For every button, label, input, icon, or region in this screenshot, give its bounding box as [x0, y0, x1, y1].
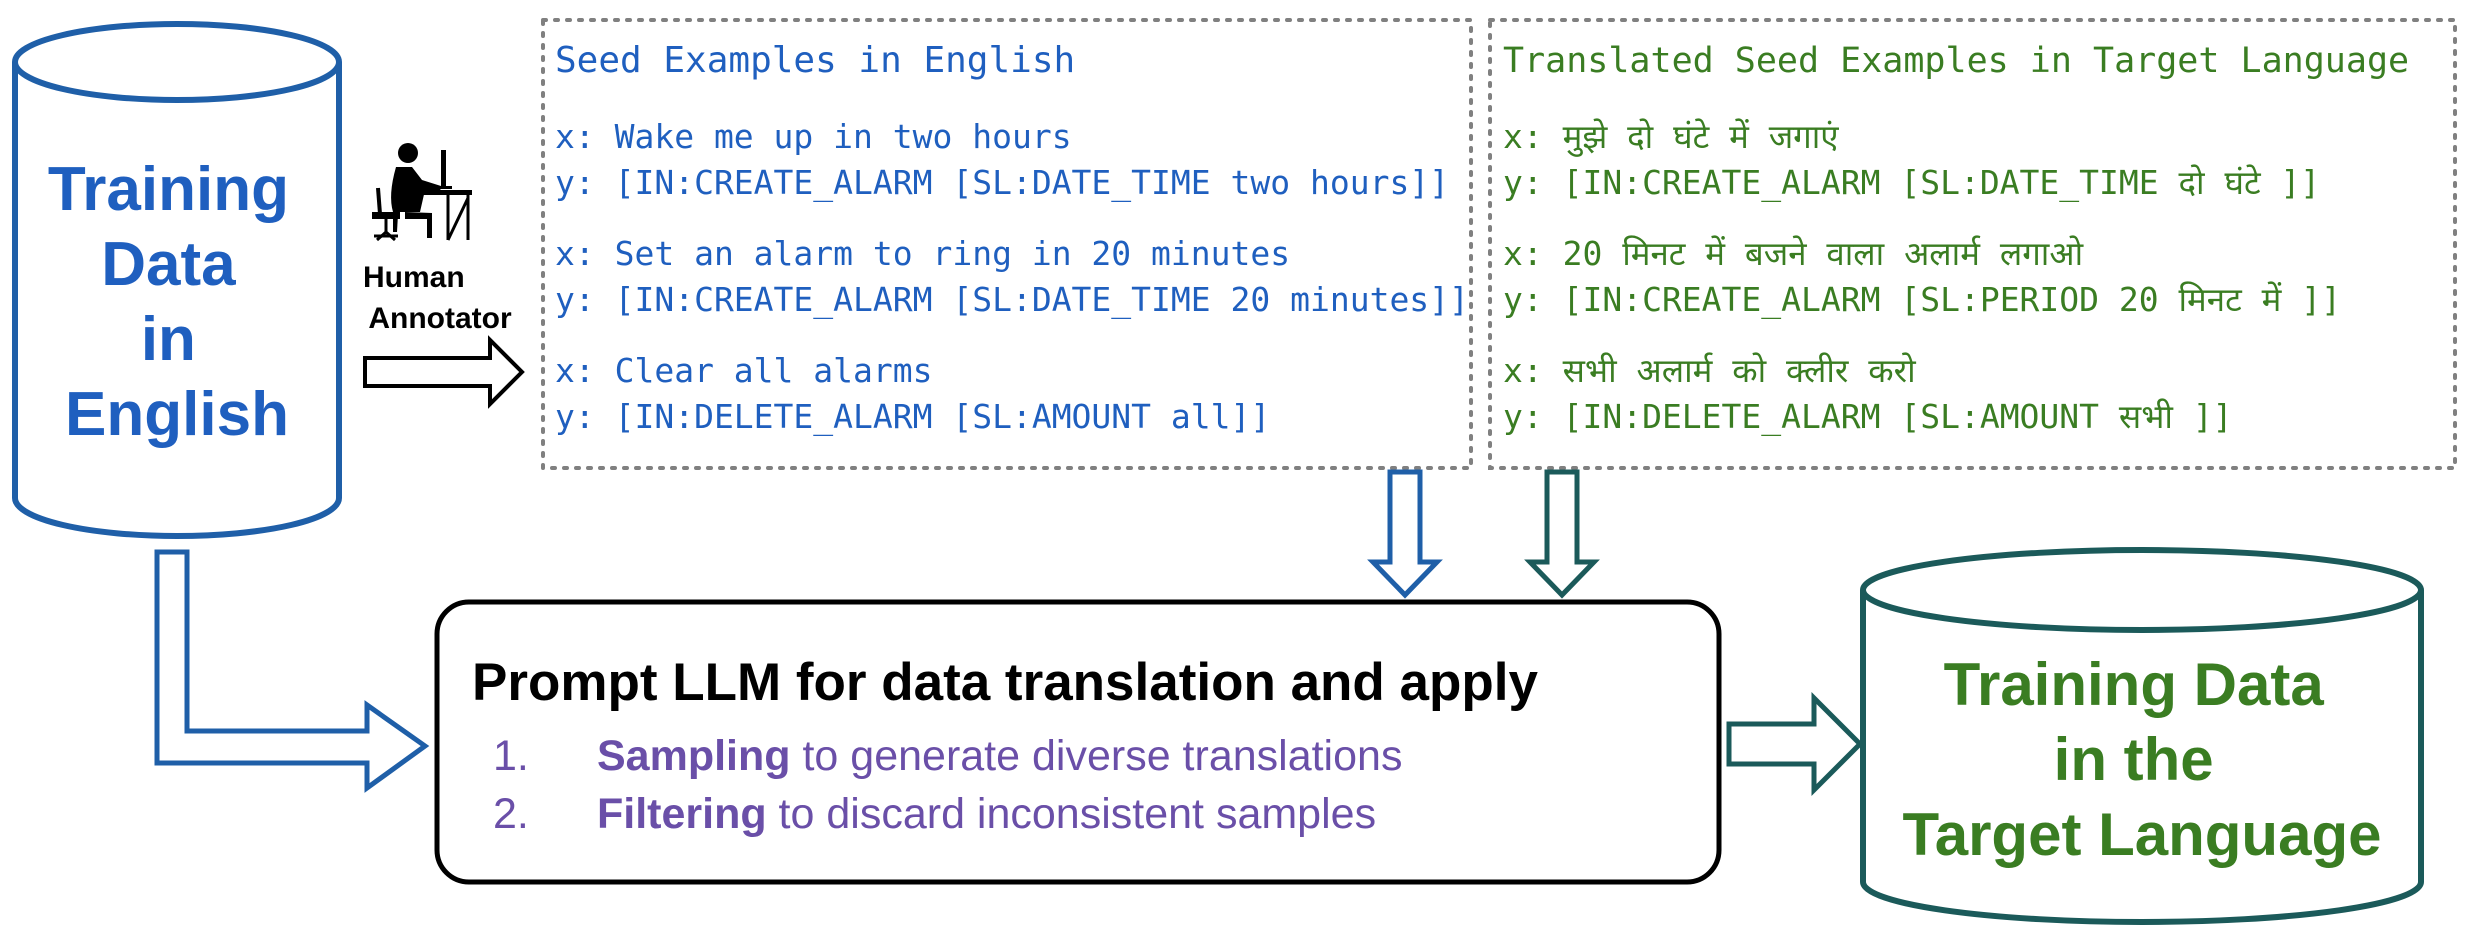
seed-english-x-3: x: Clear all alarms [555, 351, 933, 390]
svg-text:Human Annotator: Human Annotator [363, 261, 512, 335]
seed-target-y-2: y: [IN:CREATE_ALARM [SL:PERIOD 20 मिनट म… [1503, 280, 2341, 320]
annotator-label-line-1: Human [363, 261, 465, 294]
prompt-step-2: Filtering to discard inconsistent sample… [597, 790, 1376, 838]
prompt-step-1-keyword: Sampling [597, 732, 791, 780]
target-label-line-1: Training Data [1944, 651, 2325, 718]
svg-text:Training Data in: Training Data in English [48, 155, 306, 449]
source-label-line-3: in [141, 305, 196, 374]
prompt-step-1-number: 1. [493, 732, 529, 780]
english-seed-down-arrow [1367, 469, 1443, 599]
target-database: Training Data in the Target Language [1860, 547, 2424, 925]
prompt-llm-box: Prompt LLM for data translation and appl… [434, 599, 1722, 885]
prompt-step-2-keyword: Filtering [597, 790, 767, 838]
seed-target-x-1: x: मुझे दो घंटे में जगाएं [1503, 117, 1839, 157]
person-at-desk-icon [372, 143, 472, 242]
source-label-line-2: Data [101, 230, 236, 299]
seed-target-box [1488, 18, 2457, 470]
target-cylinder-body [1860, 590, 2424, 925]
seed-examples-target: Translated Seed Examples in Target Langu… [1488, 18, 2457, 470]
target-label-line-3: Target Language [1903, 801, 2382, 868]
seed-english-y-2: y: [IN:CREATE_ALARM [SL:DATE_TIME 20 min… [555, 280, 1469, 320]
seed-english-y-3: y: [IN:DELETE_ALARM [SL:AMOUNT all]] [555, 397, 1270, 437]
prompt-step-2-number: 2. [493, 790, 529, 838]
seed-english-y-1: y: [IN:CREATE_ALARM [SL:DATE_TIME two ho… [555, 163, 1449, 203]
seed-english-x-1: x: Wake me up in two hours [555, 117, 1072, 156]
human-annotator: Human Annotator [363, 143, 525, 409]
prompt-step-1-text: to generate diverse translations [791, 732, 1403, 780]
target-label-line-2: in the [2054, 726, 2214, 793]
prompt-step-1: Sampling to generate diverse translation… [597, 732, 1402, 780]
source-database: Training Data in English [12, 21, 342, 539]
seed-target-title: Translated Seed Examples in Target Langu… [1503, 41, 2409, 81]
prompt-box-frame [434, 599, 1722, 885]
annotator-label-line-2: Annotator [368, 302, 512, 335]
seed-target-y-3: y: [IN:DELETE_ALARM [SL:AMOUNT सभी ]] [1503, 397, 2233, 437]
prompt-step-2-text: to discard inconsistent samples [767, 790, 1376, 838]
target-seed-down-arrow [1524, 469, 1600, 599]
source-to-prompt-arrow [154, 549, 430, 793]
annotator-arrow [363, 335, 525, 409]
source-cylinder-body [12, 62, 342, 539]
prompt-to-target-arrow [1726, 691, 1864, 797]
seed-target-y-1: y: [IN:CREATE_ALARM [SL:DATE_TIME दो घंट… [1503, 163, 2320, 203]
seed-english-x-2: x: Set an alarm to ring in 20 minutes [555, 234, 1290, 273]
seed-examples-english: Seed Examples in English x: Wake me up i… [541, 18, 1473, 470]
target-cylinder-top [1860, 547, 2424, 633]
seed-target-x-3: x: सभी अलार्म को क्लीर करो [1503, 351, 1917, 390]
seed-target-x-2: x: 20 मिनट में बजने वाला अलार्म लगाओ [1503, 234, 2084, 273]
source-label-line-4: English [65, 380, 289, 449]
seed-english-title: Seed Examples in English [555, 40, 1075, 81]
prompt-title: Prompt LLM for data translation and appl… [472, 653, 1538, 712]
svg-text:Training Data in the: Training Data in the Target Language [1903, 651, 2382, 868]
source-cylinder-top [12, 21, 342, 103]
seed-english-box [541, 18, 1473, 470]
source-label-line-1: Training [48, 155, 289, 224]
